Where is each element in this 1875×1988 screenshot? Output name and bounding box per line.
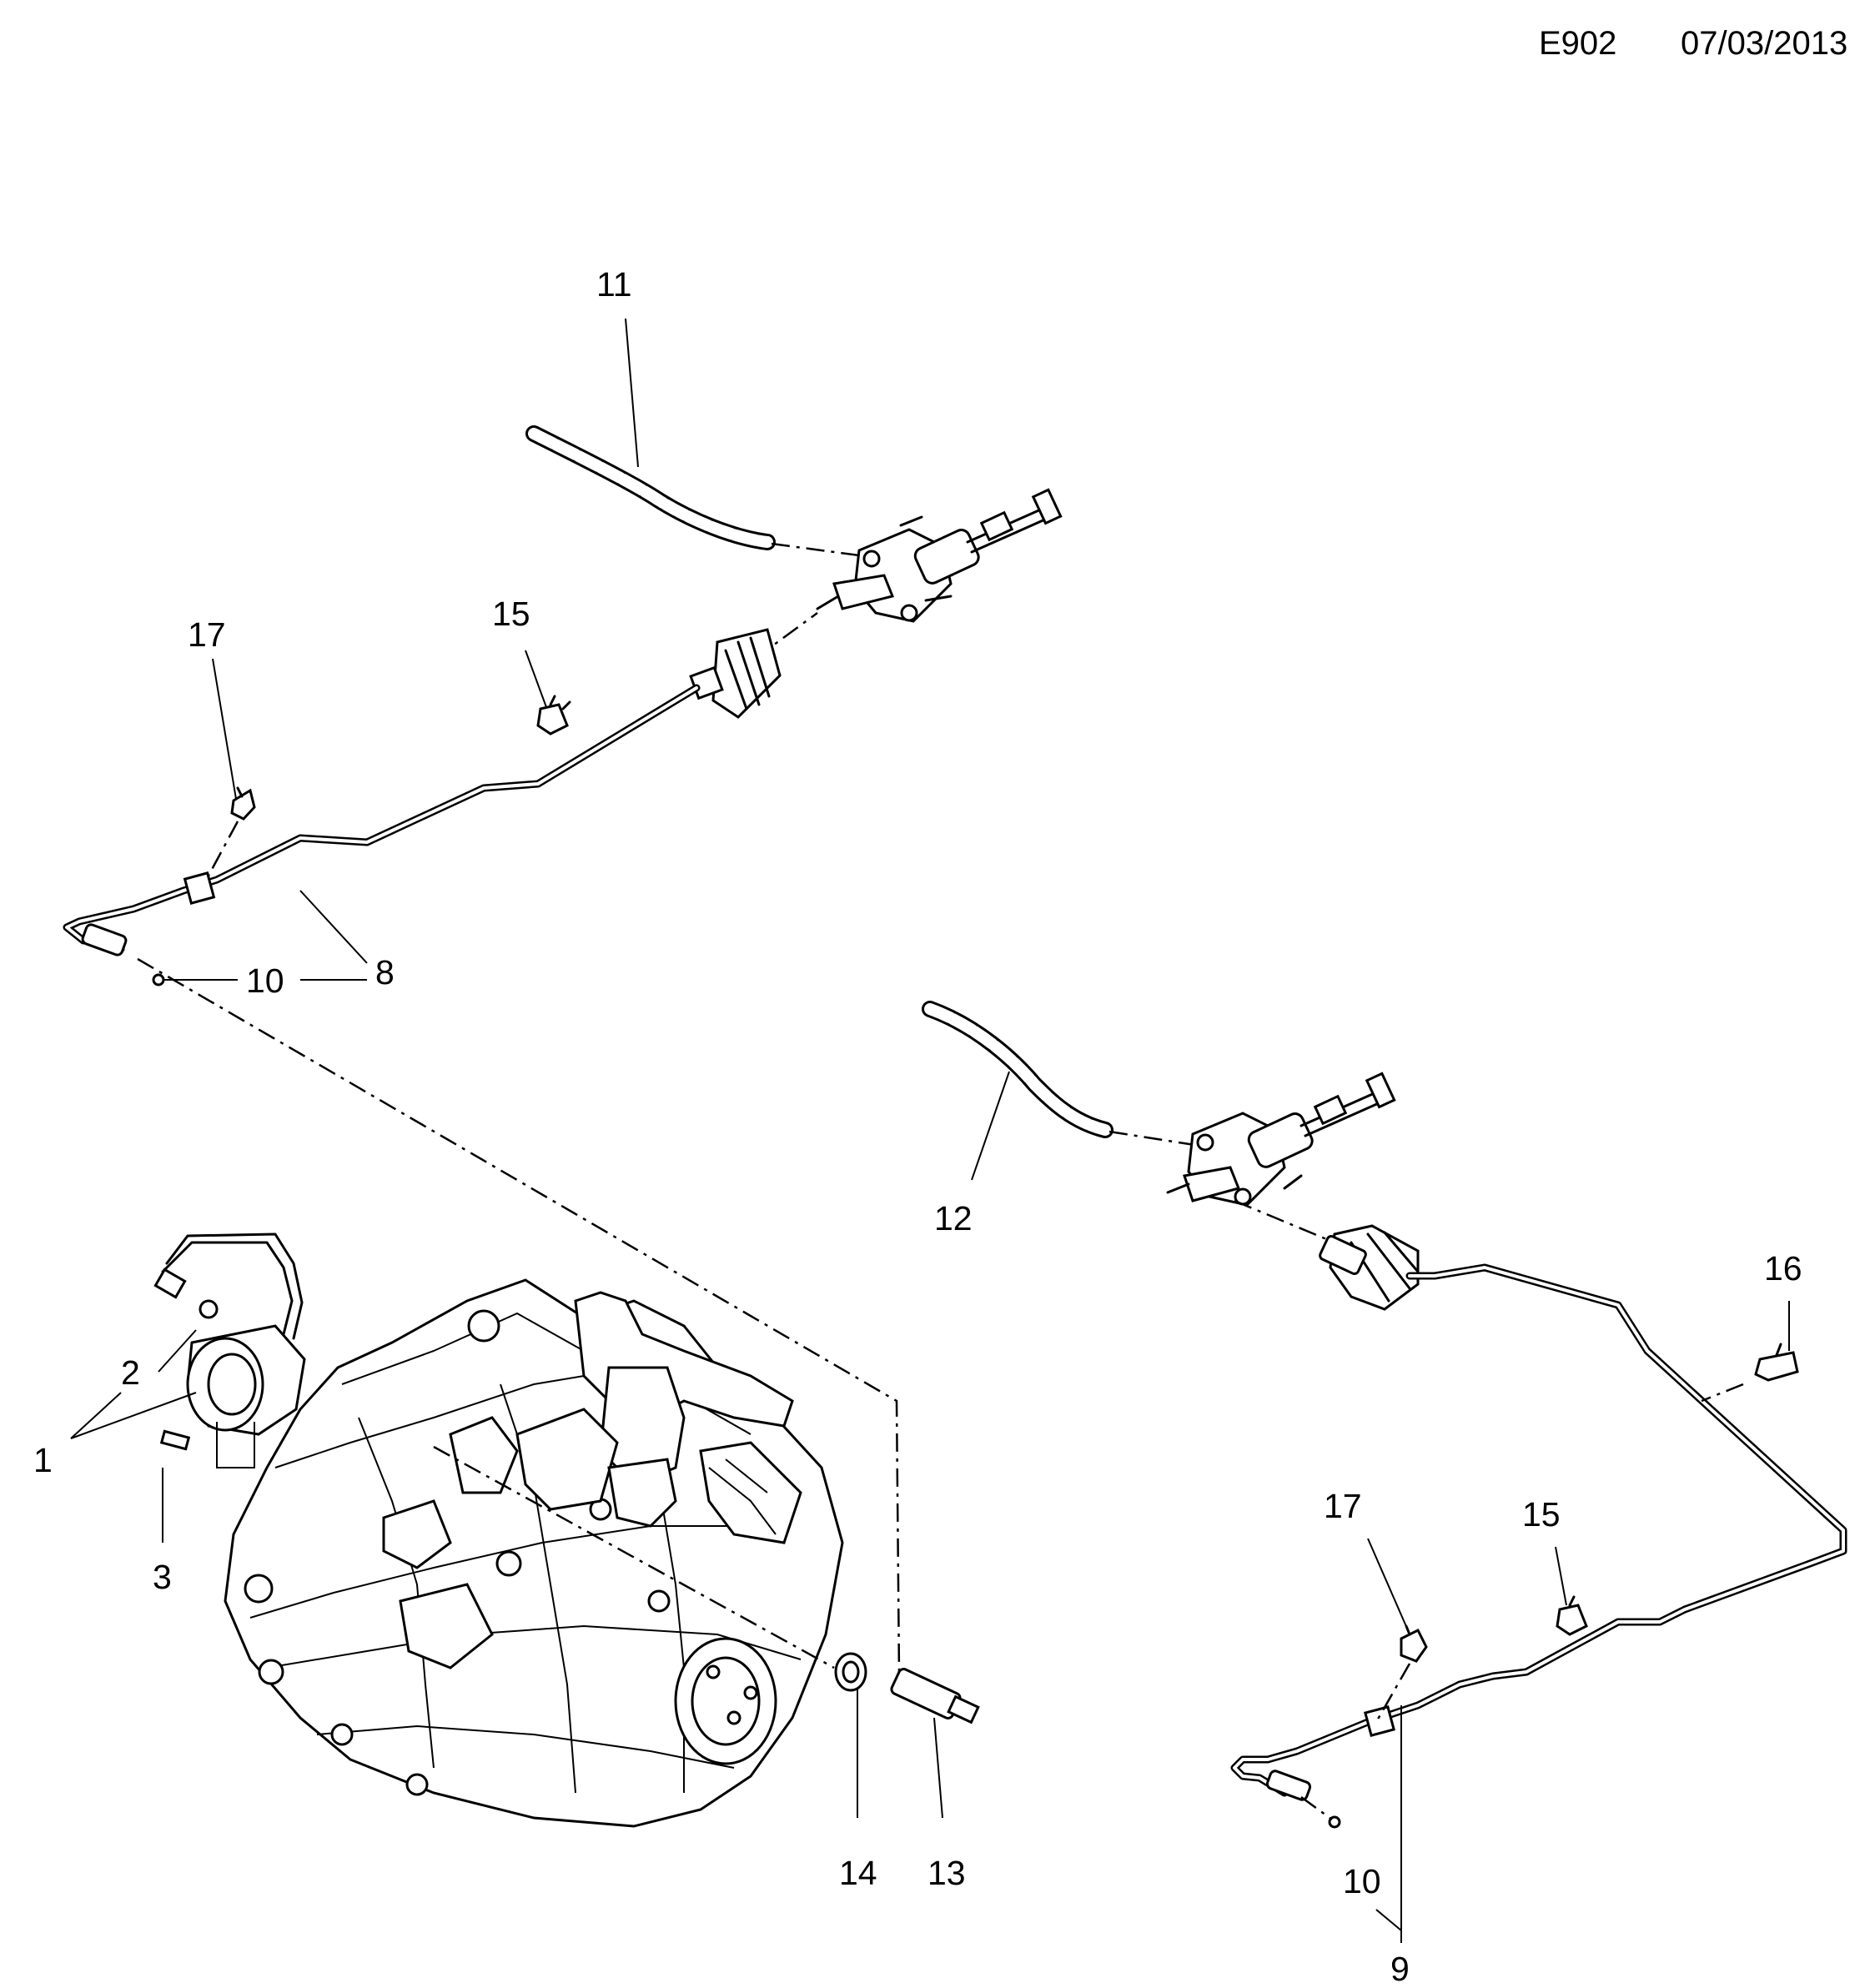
diagram-code: E902 xyxy=(1539,25,1617,62)
callout-11: 11 xyxy=(596,265,632,304)
upper-assembly xyxy=(63,425,1063,986)
bleed-adapter-13 xyxy=(890,1668,980,1724)
pipe-connection-line-lower xyxy=(1234,1199,1335,1244)
pipe-clip-17-lower xyxy=(1400,1624,1428,1663)
callout-labels: 11 15 17 10 8 12 16 15 17 10 9 2 1 3 14 … xyxy=(33,265,1802,1988)
callout-13: 13 xyxy=(927,1854,966,1892)
callout-17-lower: 17 xyxy=(1324,1487,1362,1525)
pipe-connector-upper xyxy=(689,628,782,719)
clip-16-connection xyxy=(1701,1383,1744,1403)
callout-15-upper: 15 xyxy=(492,595,530,633)
callout-10-upper: 10 xyxy=(246,961,284,1000)
hose-part-12 xyxy=(922,1001,1113,1138)
callout-9: 9 xyxy=(1390,1950,1410,1988)
hose-connection-line-lower xyxy=(1108,1130,1206,1148)
pipe-clip-15-upper xyxy=(536,695,571,735)
pipe-connector-lower xyxy=(1319,1224,1420,1311)
transmission-housing xyxy=(224,1278,844,1828)
pipe-clip-15-lower xyxy=(1556,1595,1588,1636)
callout-2: 2 xyxy=(121,1353,140,1392)
callout-1: 1 xyxy=(33,1441,53,1479)
washer-10-upper xyxy=(152,973,165,986)
bleed-cap-2 xyxy=(199,1299,219,1319)
hose-connection-line xyxy=(771,542,872,559)
clip-17-connection xyxy=(207,821,239,876)
pipe-clip-16 xyxy=(1754,1343,1799,1382)
clutch-pipe-8 xyxy=(63,684,701,956)
concentric-slave-cylinder-1 xyxy=(153,1232,306,1451)
hose-part-11 xyxy=(525,425,776,550)
callout-17-upper: 17 xyxy=(188,615,226,654)
pipe-route-to-gearbox xyxy=(137,957,901,1677)
sleeve-14 xyxy=(834,1652,867,1692)
clip-17-connection-lower xyxy=(1375,1663,1411,1723)
callout-16: 16 xyxy=(1764,1249,1802,1288)
callout-12: 12 xyxy=(934,1199,973,1237)
pipe-clip-17-upper xyxy=(230,786,256,821)
callout-15-lower: 15 xyxy=(1522,1495,1561,1534)
lower-assembly xyxy=(922,1001,1847,1829)
callout-10-lower: 10 xyxy=(1343,1862,1381,1900)
bolt-3 xyxy=(159,1429,191,1451)
callout-3: 3 xyxy=(153,1558,172,1596)
master-cylinder-lower xyxy=(1166,1072,1396,1207)
callout-8: 8 xyxy=(375,953,395,991)
leader-lines xyxy=(70,318,1790,1943)
master-cylinder-upper xyxy=(816,488,1063,623)
diagram-date: 07/03/2013 xyxy=(1681,25,1848,62)
clutch-pipe-9 xyxy=(1230,1263,1847,1801)
callout-14: 14 xyxy=(839,1854,877,1892)
